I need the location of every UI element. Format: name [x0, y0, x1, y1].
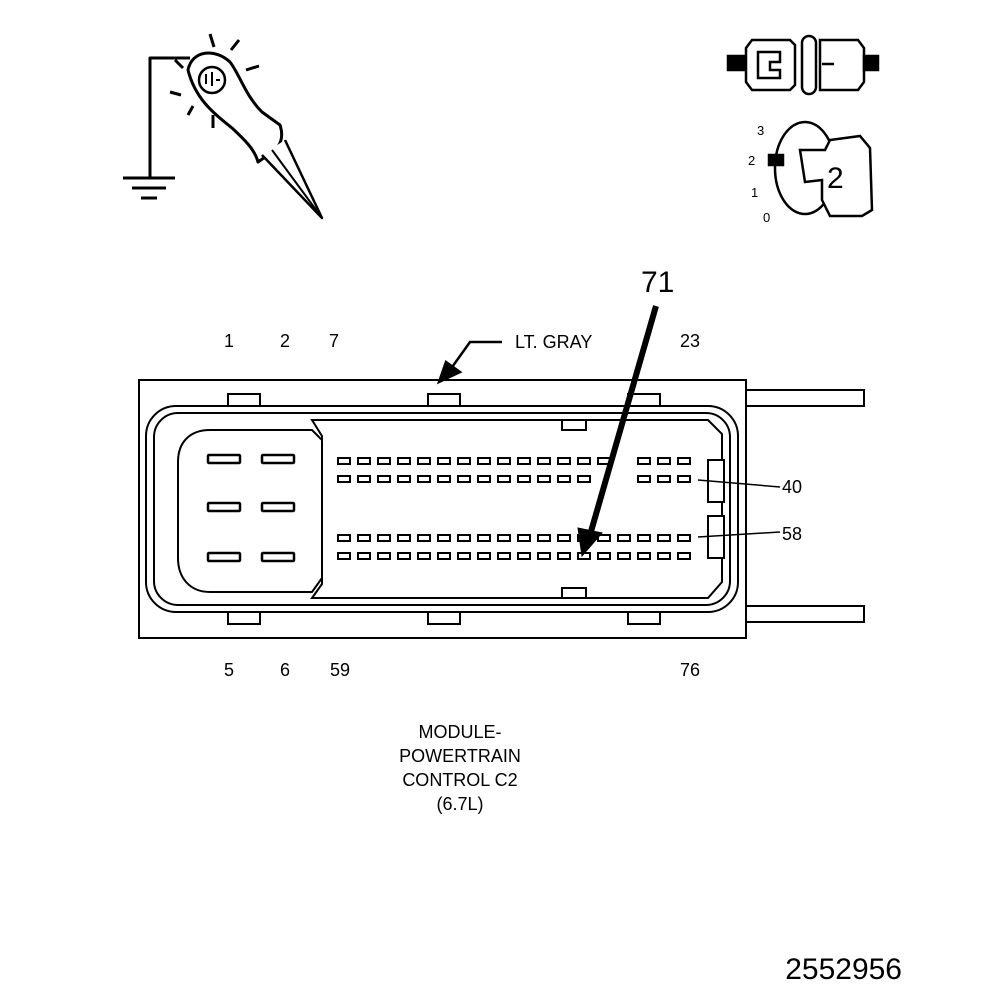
- signal-pin-cavity: [557, 475, 571, 483]
- pin-label-7: 7: [329, 331, 340, 351]
- caption-line-2: POWERTRAIN: [399, 746, 521, 766]
- signal-pin-cavity: [517, 552, 531, 560]
- signal-pin-cavity: [557, 457, 571, 465]
- key-position-3: 3: [757, 123, 765, 138]
- caption-line-1: MODULE-: [418, 722, 502, 742]
- signal-pin-cavity: [677, 552, 691, 560]
- pin-label-76: 76: [680, 660, 701, 680]
- key-position-2: 2: [748, 153, 756, 168]
- signal-pin-cavity: [357, 457, 371, 465]
- ground-symbol-icon: [123, 176, 175, 200]
- signal-pin-cavity: [537, 552, 551, 560]
- signal-pin-cavity: [337, 475, 351, 483]
- signal-pin-cavity: [517, 457, 531, 465]
- pin-label-58: 58: [782, 524, 803, 544]
- signal-pin-cavity: [617, 534, 631, 542]
- signal-pin-cavity: [657, 475, 671, 483]
- signal-pin-cavity: [477, 552, 491, 560]
- pin-leader-lines: [697, 479, 781, 538]
- signal-pin-cavity: [497, 552, 511, 560]
- signal-pin-cavity: [337, 534, 351, 542]
- key-position-1: 1: [751, 185, 759, 200]
- pin-label-6: 6: [280, 660, 291, 680]
- signal-pin-cavity: [397, 475, 411, 483]
- pin-label-2: 2: [280, 331, 291, 351]
- key-selected-position: 2: [827, 162, 844, 195]
- signal-pin-cavity: [637, 552, 651, 560]
- signal-pin-cavity: [357, 552, 371, 560]
- signal-pin-cavity: [457, 552, 471, 560]
- signal-pin-cavity: [497, 475, 511, 483]
- signal-pin-cavity: [677, 457, 691, 465]
- signal-pin-cavity: [537, 534, 551, 542]
- signal-pin-cavity: [357, 534, 371, 542]
- signal-pin-cavity: [517, 475, 531, 483]
- signal-pin-cavity: [557, 552, 571, 560]
- pin-label-59: 59: [330, 660, 351, 680]
- signal-pin-cavity: [457, 475, 471, 483]
- signal-pin-cavity: [577, 457, 591, 465]
- connector-color-label: LT. GRAY: [515, 332, 593, 352]
- connector-body: [138, 379, 865, 639]
- signal-pin-cavity: [337, 457, 351, 465]
- signal-pin-cavity: [377, 457, 391, 465]
- signal-pin-cavity: [437, 475, 451, 483]
- connector-caption: MODULE- POWERTRAIN CONTROL C2 (6.7L): [330, 720, 590, 816]
- signal-pin-cavity: [457, 457, 471, 465]
- power-pin-cavities: [206, 453, 296, 563]
- signal-pin-cavity: [557, 534, 571, 542]
- signal-pin-cavity: [397, 534, 411, 542]
- signal-pin-cavities: [337, 457, 691, 560]
- signal-pin-cavity: [437, 534, 451, 542]
- signal-pin-cavity: [537, 475, 551, 483]
- key-position-0: 0: [763, 210, 771, 225]
- pin-label-23: 23: [680, 331, 701, 351]
- signal-pin-cavity: [337, 552, 351, 560]
- signal-pin-cavity: [417, 552, 431, 560]
- signal-pin-cavity: [677, 475, 691, 483]
- pin-label-40: 40: [782, 477, 803, 497]
- signal-pin-cavity: [577, 475, 591, 483]
- caption-line-4: (6.7L): [436, 794, 484, 814]
- signal-pin-cavity: [477, 475, 491, 483]
- signal-pin-cavity: [457, 534, 471, 542]
- signal-pin-cavity: [497, 534, 511, 542]
- signal-pin-cavity: [377, 552, 391, 560]
- signal-pin-cavity: [437, 552, 451, 560]
- pin-callout-71: 71: [641, 266, 675, 299]
- pin-label-5: 5: [224, 660, 235, 680]
- signal-pin-cavity: [657, 457, 671, 465]
- signal-pin-cavity: [517, 534, 531, 542]
- signal-pin-cavity: [657, 534, 671, 542]
- signal-pin-cavity: [477, 457, 491, 465]
- signal-pin-cavity: [497, 457, 511, 465]
- signal-pin-cavity: [637, 457, 651, 465]
- signal-pin-cavity: [417, 457, 431, 465]
- signal-pin-cavity: [657, 552, 671, 560]
- signal-pin-cavity: [417, 475, 431, 483]
- signal-pin-cavity: [437, 457, 451, 465]
- pin-71-callout-arrow: [577, 305, 659, 558]
- signal-pin-cavity: [397, 457, 411, 465]
- signal-pin-cavity: [417, 534, 431, 542]
- signal-pin-cavity: [357, 475, 371, 483]
- signal-pin-cavity: [637, 475, 651, 483]
- figure-number: 2552956: [785, 953, 902, 986]
- signal-pin-cavity: [397, 552, 411, 560]
- color-callout-arrow: [436, 340, 502, 385]
- ignition-key-switch-icon: [767, 120, 874, 218]
- caption-line-3: CONTROL C2: [402, 770, 518, 790]
- pin-label-1: 1: [224, 331, 235, 351]
- signal-pin-cavity: [617, 552, 631, 560]
- test-light-probe-icon: [148, 33, 324, 220]
- signal-pin-cavity: [537, 457, 551, 465]
- signal-pin-cavity: [477, 534, 491, 542]
- signal-pin-cavity: [377, 534, 391, 542]
- disconnected-connector-icon: [726, 34, 880, 96]
- signal-pin-cavity: [637, 534, 651, 542]
- signal-pin-cavity: [677, 534, 691, 542]
- signal-pin-cavity: [597, 552, 611, 560]
- signal-pin-cavity: [377, 475, 391, 483]
